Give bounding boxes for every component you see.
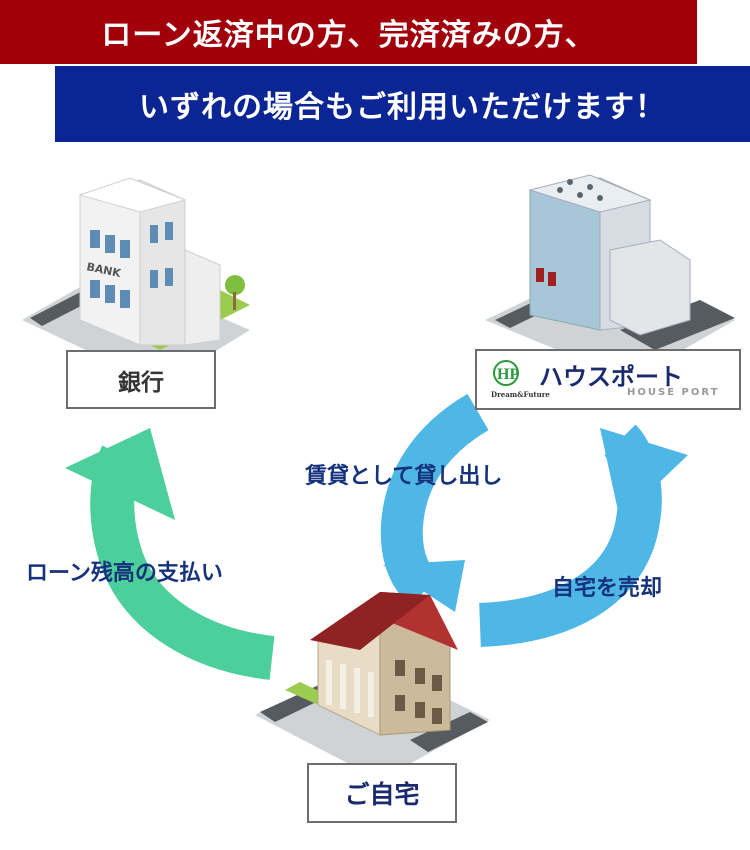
bank-label: 銀行: [118, 369, 164, 396]
sell-arrow: [478, 424, 688, 647]
loan-flow-label: ローン残高の支払い: [26, 561, 223, 586]
sell-flow-label: 自宅を売却: [552, 576, 663, 601]
svg-text:HP: HP: [497, 366, 519, 383]
home-label-box: ご自宅: [307, 763, 457, 823]
home-building-illustration: [255, 592, 490, 780]
headline-banner-top: ローン返済中の方、完済済みの方、: [0, 0, 697, 64]
headline-banner-bottom: いずれの場合もご利用いただけます！: [55, 66, 750, 142]
rent-flow-label: 賃貸として貸し出し: [305, 464, 503, 489]
bank-label-box: 銀行: [66, 350, 216, 409]
headline-line2: いずれの場合もご利用いただけます！: [139, 90, 666, 125]
headline-line1: ローン返済中の方、完済済みの方、: [101, 18, 596, 53]
loan-arrow: [65, 428, 275, 680]
housport-subname: HOUSE PORT: [627, 387, 720, 398]
housport-label-box: HP Dream&Future ハウスポート HOUSE PORT: [475, 349, 741, 410]
housport-tagline: Dream&Future: [491, 390, 550, 399]
housport-name: ハウスポート: [539, 363, 683, 391]
rent-arrow: [380, 393, 489, 612]
housport-logo-icon: HP: [493, 360, 519, 386]
home-label: ご自宅: [344, 780, 420, 809]
